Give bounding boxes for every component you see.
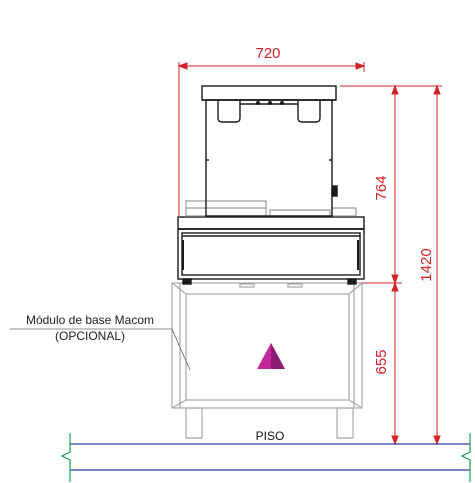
dimension-base-height-label: 655 [373,349,390,374]
floor-break-marks [60,433,471,482]
dimension-upper-height-label: 764 [373,175,390,200]
worktop-details [185,200,357,217]
dimension-total-height [402,84,442,446]
dimension-width [177,62,366,216]
module-label-line1: Módulo de base Macom [26,313,154,327]
main-unit [177,216,365,285]
warning-triangle-icon [257,343,285,369]
base-module [171,282,363,439]
dimension-total-height-label: 1420 [418,248,435,281]
dimension-width-label: 720 [255,45,280,62]
module-leader [10,328,191,371]
floor-lines [70,443,470,471]
module-label-line2: (OPCIONAL) [55,329,125,343]
upper-unit [201,85,338,217]
dimension-upper-height [340,84,402,446]
floor-label: PISO [256,429,285,443]
